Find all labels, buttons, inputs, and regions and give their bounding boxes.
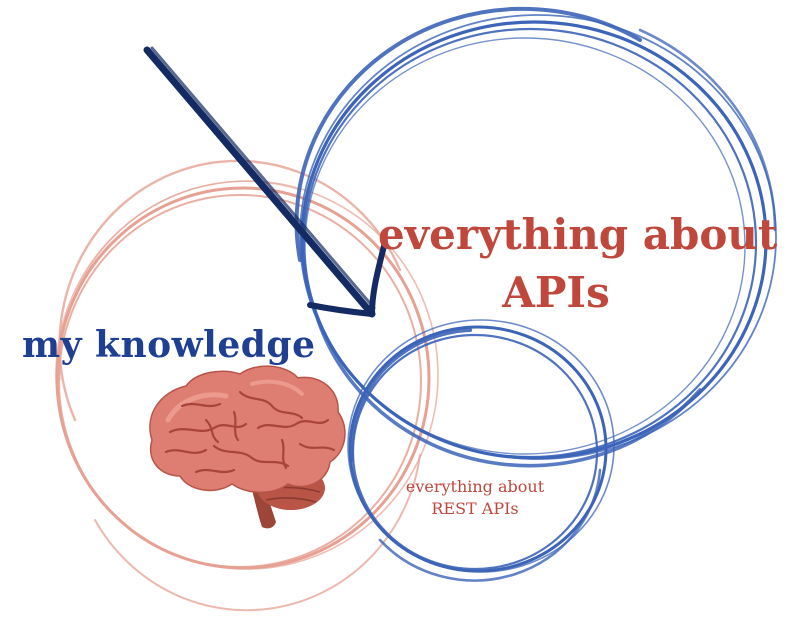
everything-about-rest-apis-label: everything about REST APIs bbox=[395, 476, 555, 520]
brain-icon bbox=[149, 365, 346, 529]
rest-label-line-1: everything about bbox=[405, 477, 545, 496]
my-knowledge-label: my knowledge bbox=[22, 324, 316, 366]
apis-circle bbox=[294, 6, 777, 468]
rest-label-line-2: REST APIs bbox=[431, 499, 519, 518]
knowledge-circle bbox=[55, 159, 439, 612]
apis-label-line-2: APIs bbox=[502, 268, 610, 317]
arrow-icon bbox=[143, 46, 387, 318]
rest-apis-circle bbox=[347, 319, 615, 582]
apis-label-line-1: everything about bbox=[378, 210, 778, 259]
everything-about-apis-label: everything about APIs bbox=[378, 206, 778, 322]
